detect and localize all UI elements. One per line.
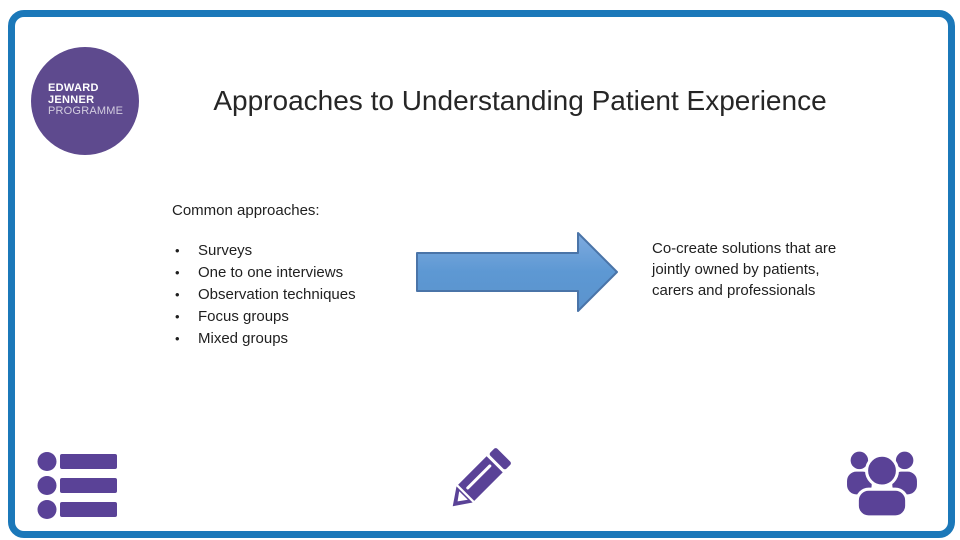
callout-line-1: Co-create solutions that are [652, 240, 837, 257]
list-item: Observation techniques [172, 284, 442, 306]
right-arrow-icon [416, 232, 618, 312]
right-arrow-shape [416, 232, 618, 312]
edward-jenner-logo: EDWARD JENNER PROGRAMME [31, 47, 139, 155]
logo-text-line-3: PROGRAMME [48, 105, 124, 117]
list-item: Surveys [172, 240, 442, 262]
slide-title: Approaches to Understanding Patient Expe… [213, 85, 827, 116]
list-item: One to one interviews [172, 262, 442, 284]
common-approaches-heading: Common approaches: [172, 202, 320, 219]
logo-text-line-1: EDWARD [48, 82, 99, 94]
logo-text-line-2: JENNER [48, 93, 95, 106]
co-create-callout: Co-create solutions that are jointly own… [652, 238, 882, 301]
people-group-icon [847, 451, 917, 518]
slide-border [8, 10, 955, 538]
list-item: Focus groups [172, 306, 442, 328]
pencil-icon [452, 448, 511, 507]
approaches-list: Surveys One to one interviews Observatio… [172, 240, 442, 350]
callout-line-3: carers and professionals [652, 282, 816, 299]
bulleted-list-icon [37, 452, 117, 519]
list-item: Mixed groups [172, 328, 442, 350]
callout-line-2: jointly owned by patients, [652, 261, 820, 278]
